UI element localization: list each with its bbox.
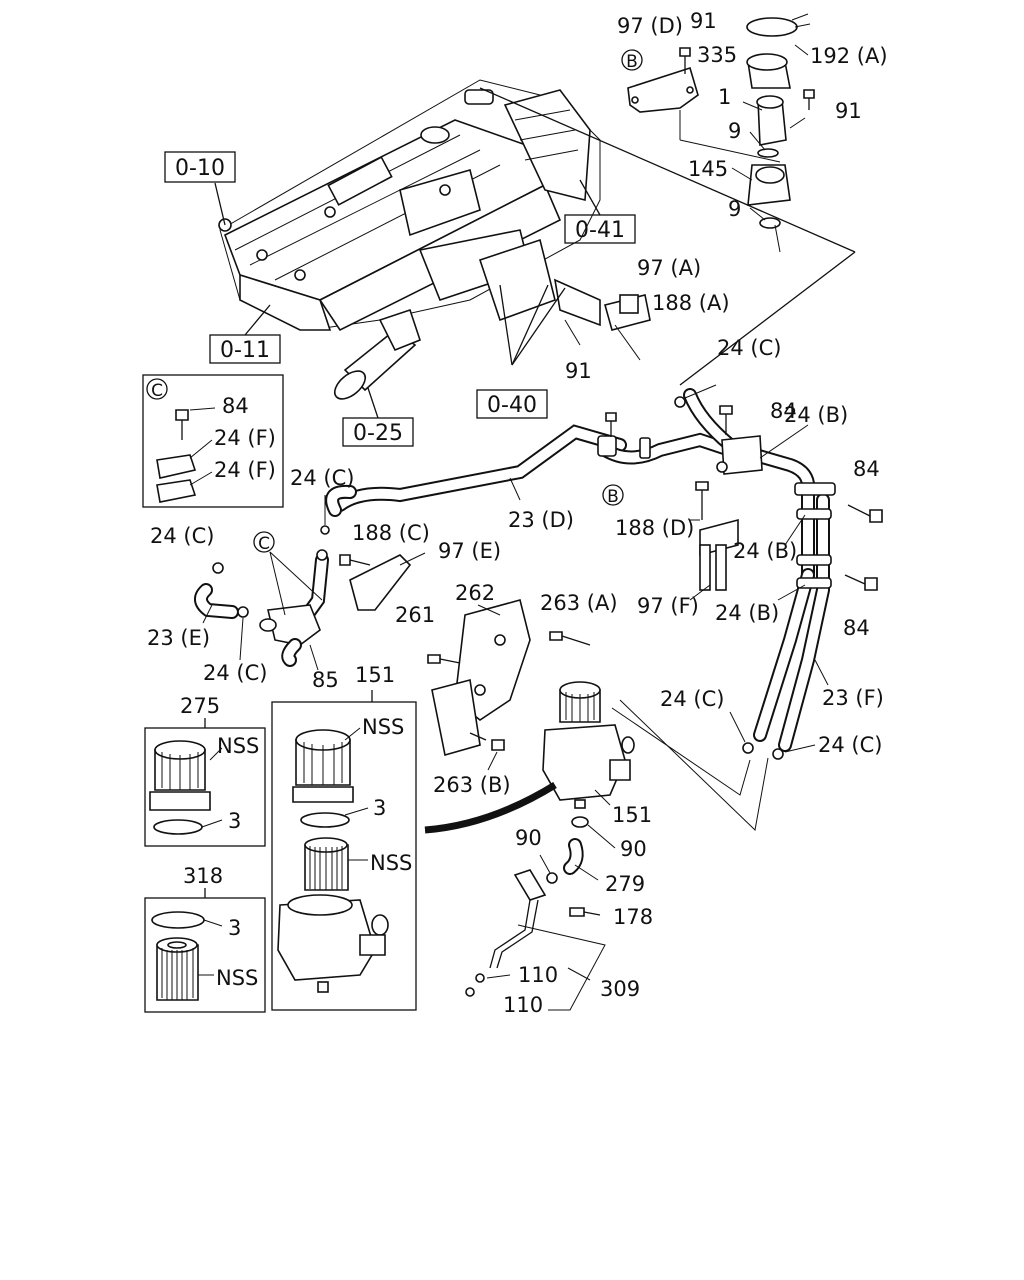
marker-c-left: C [253, 531, 275, 554]
svg-text:0-10: 0-10 [175, 156, 225, 181]
label-24c: 24 (C) [203, 661, 267, 685]
svg-text:C: C [151, 381, 163, 401]
svg-text:B: B [607, 487, 619, 507]
label-24b: 24 (B) [715, 601, 779, 625]
svg-text:0-25: 0-25 [353, 421, 403, 446]
label-24c: 24 (C) [660, 687, 724, 711]
label-192a: 192 (A) [810, 44, 888, 68]
ref-box-0-40[interactable]: 0-40 [476, 389, 548, 419]
label-23e: 23 (E) [147, 626, 210, 650]
label-151: 151 [355, 663, 395, 687]
label-nss: NSS [217, 734, 259, 758]
svg-text:0-40: 0-40 [487, 393, 537, 418]
svg-text:B: B [626, 52, 638, 72]
marker-b-top: B [621, 49, 643, 72]
label-84: 84 [770, 399, 797, 423]
label-97e: 97 (E) [438, 539, 501, 563]
detail-box-318 [144, 888, 266, 1013]
label-84: 84 [853, 457, 880, 481]
label-91: 91 [565, 359, 592, 383]
label-24f: 24 (F) [214, 426, 276, 450]
label-110: 110 [503, 993, 543, 1017]
label-84: 84 [222, 394, 249, 418]
thermostat-assembly [627, 13, 815, 253]
label-24b: 24 (B) [733, 539, 797, 563]
engine-cylinder-head [218, 79, 651, 400]
label-275: 275 [180, 694, 220, 718]
label-nss: NSS [370, 851, 412, 875]
label-1: 1 [718, 85, 731, 109]
label-178: 178 [613, 905, 653, 929]
detail-box-c [142, 374, 284, 508]
label-262: 262 [455, 581, 495, 605]
label-3: 3 [228, 916, 241, 940]
ref-box-0-11[interactable]: 0-11 [209, 334, 281, 364]
filter-mount [424, 599, 769, 834]
ref-box-0-25[interactable]: 0-25 [342, 417, 414, 447]
label-309: 309 [600, 977, 640, 1001]
label-263a: 263 (A) [540, 591, 618, 615]
label-188a: 188 (A) [652, 291, 730, 315]
label-261: 261 [395, 603, 435, 627]
label-151: 151 [612, 803, 652, 827]
part-labels: 97 (D) 91 335 192 (A) 1 91 9 145 9 97 (A… [147, 9, 888, 1017]
svg-text:0-11: 0-11 [220, 338, 270, 363]
label-9: 9 [728, 197, 741, 221]
label-110: 110 [518, 963, 558, 987]
label-97f: 97 (F) [637, 594, 699, 618]
label-23d: 23 (D) [508, 508, 574, 532]
label-90: 90 [620, 837, 647, 861]
label-85: 85 [312, 668, 339, 692]
label-279: 279 [605, 872, 645, 896]
label-335: 335 [697, 43, 737, 67]
detail-box-275 [144, 718, 266, 847]
ref-box-0-41[interactable]: 0-41 [564, 214, 636, 244]
detail-box-151 [271, 690, 417, 1011]
label-97a: 97 (A) [637, 256, 701, 280]
label-9: 9 [728, 119, 741, 143]
label-24c: 24 (C) [150, 524, 214, 548]
ref-box-0-10[interactable]: 0-10 [164, 151, 236, 183]
label-nss: NSS [216, 966, 258, 990]
ref-leaders [214, 87, 856, 419]
label-3: 3 [373, 796, 386, 820]
label-84: 84 [843, 616, 870, 640]
hoses-right [333, 384, 883, 760]
label-91: 91 [835, 99, 862, 123]
label-3: 3 [228, 809, 241, 833]
svg-text:0-41: 0-41 [575, 218, 625, 243]
marker-b-mid: B [602, 484, 624, 507]
label-24f: 24 (F) [214, 458, 276, 482]
label-24c: 24 (C) [717, 336, 781, 360]
drain-parts [465, 816, 616, 1011]
label-318: 318 [183, 864, 223, 888]
label-23f: 23 (F) [822, 686, 884, 710]
label-145: 145 [688, 157, 728, 181]
marker-c-box: C [146, 378, 168, 401]
label-90: 90 [515, 826, 542, 850]
label-91: 91 [690, 9, 717, 33]
label-263b: 263 (B) [433, 773, 511, 797]
label-24c: 24 (C) [818, 733, 882, 757]
label-188c: 188 (C) [352, 521, 430, 545]
label-188d: 188 (D) [615, 516, 694, 540]
svg-text:C: C [258, 534, 270, 554]
label-24b: 24 (B) [784, 403, 848, 427]
label-24c: 24 (C) [290, 466, 354, 490]
label-nss: NSS [362, 715, 404, 739]
left-hoses [194, 484, 426, 671]
label-97d: 97 (D) [617, 14, 683, 38]
